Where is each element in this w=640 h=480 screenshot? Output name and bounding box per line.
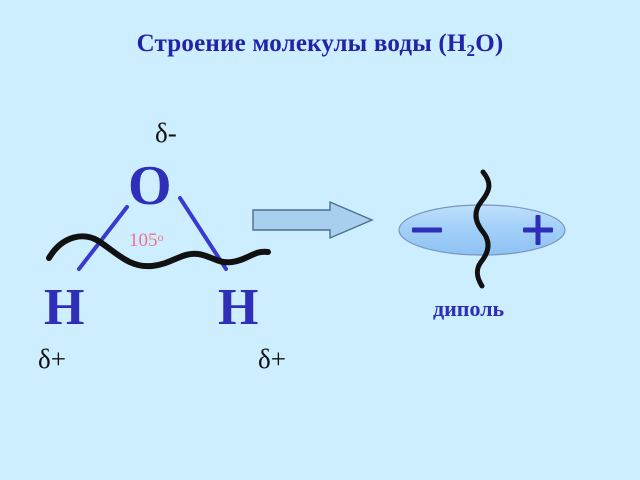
page-title: Строение молекулы воды (H2O) <box>0 30 640 61</box>
arrow-shape <box>252 200 374 240</box>
dipole-positive-sign <box>523 215 553 245</box>
hydrogen-left-partial-charge-label: δ+ <box>38 344 66 374</box>
bond-line-right <box>178 196 228 271</box>
page-title-main: Строение молекулы воды (H <box>136 30 467 57</box>
bond-angle-value: 105 <box>129 230 158 251</box>
oxygen-atom-symbol: O <box>128 155 172 217</box>
dipole-negative-sign <box>412 227 442 233</box>
molecule-wave-line <box>46 233 271 270</box>
right-arrow-icon <box>252 200 374 240</box>
hydrogen-atom-left-symbol: H <box>44 279 85 336</box>
bond-line-left <box>77 205 129 271</box>
page-title-suffix: O) <box>475 30 504 57</box>
dipole-divider-line <box>473 169 492 289</box>
water-molecule-diagram: δ- O 105о H H δ+ δ+ <box>0 0 330 400</box>
bond-angle-degree-sign: о <box>157 230 164 244</box>
dipole-diagram: диполь <box>385 160 585 340</box>
hydrogen-right-partial-charge-label: δ+ <box>258 344 286 374</box>
page-title-subscript: 2 <box>466 41 476 60</box>
hydrogen-atom-right-symbol: H <box>218 279 259 336</box>
molecule-bond-lines <box>46 196 271 271</box>
bond-angle-label: 105о <box>129 230 164 252</box>
oxygen-partial-charge-label: δ- <box>155 118 177 148</box>
dipole-label: диполь <box>433 296 505 321</box>
dipole-graphic <box>398 169 566 289</box>
